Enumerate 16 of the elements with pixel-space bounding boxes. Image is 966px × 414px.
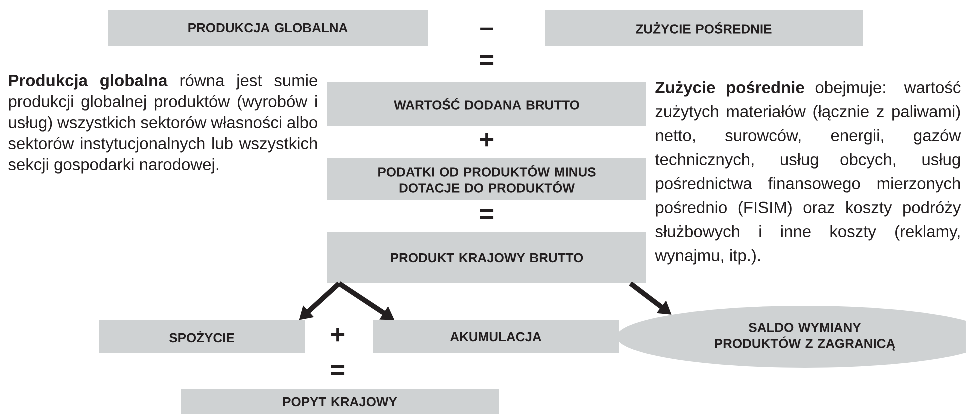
process-box: WARTOŚĆ DODANA BRUTTO — [328, 82, 646, 126]
operator-sign: = — [480, 55, 494, 66]
process-box: PRODUKT KRAJOWY BRUTTO — [328, 232, 646, 284]
process-box: ZUŻYCIE POŚREDNIE — [545, 10, 863, 46]
operator-sign: = — [480, 209, 494, 220]
operator-sign: – — [480, 28, 494, 30]
operator-sign: = — [332, 365, 345, 376]
process-box: POPYT KRAJOWY — [181, 389, 499, 414]
operator-sign: + — [480, 133, 494, 147]
process-box: PRODUKCJA GLOBALNA — [108, 10, 428, 46]
description-text: Produkcja globalna równa jest sumie produkcji globalnej produktów (wyrobów i usług) wszystkich sektorów własności albo sektorów instytucjonalnych lub wszystkich sekcji gospodarki narodowej. — [8, 74, 318, 174]
operator-sign: + — [332, 328, 345, 342]
process-box: PODATKI OD PRODUKTÓW MINUS DOTACJE DO PRODUKTÓW — [328, 158, 646, 200]
process-box: SPOŻYCIE — [99, 320, 305, 354]
process-box: AKUMULACJA — [373, 320, 619, 354]
description-text: Zużycie pośrednie obejmuje: wartość zużytych materiałów (łącznie z paliwami) netto, surowców, energii, gazów technicznych, usług obcych, usług pośrednictwa finansowego mierzonych pośrednio (FISIM) oraz koszty podróży służbowych i inne koszty (reklamy, wynajmu, itp.). — [655, 81, 962, 265]
